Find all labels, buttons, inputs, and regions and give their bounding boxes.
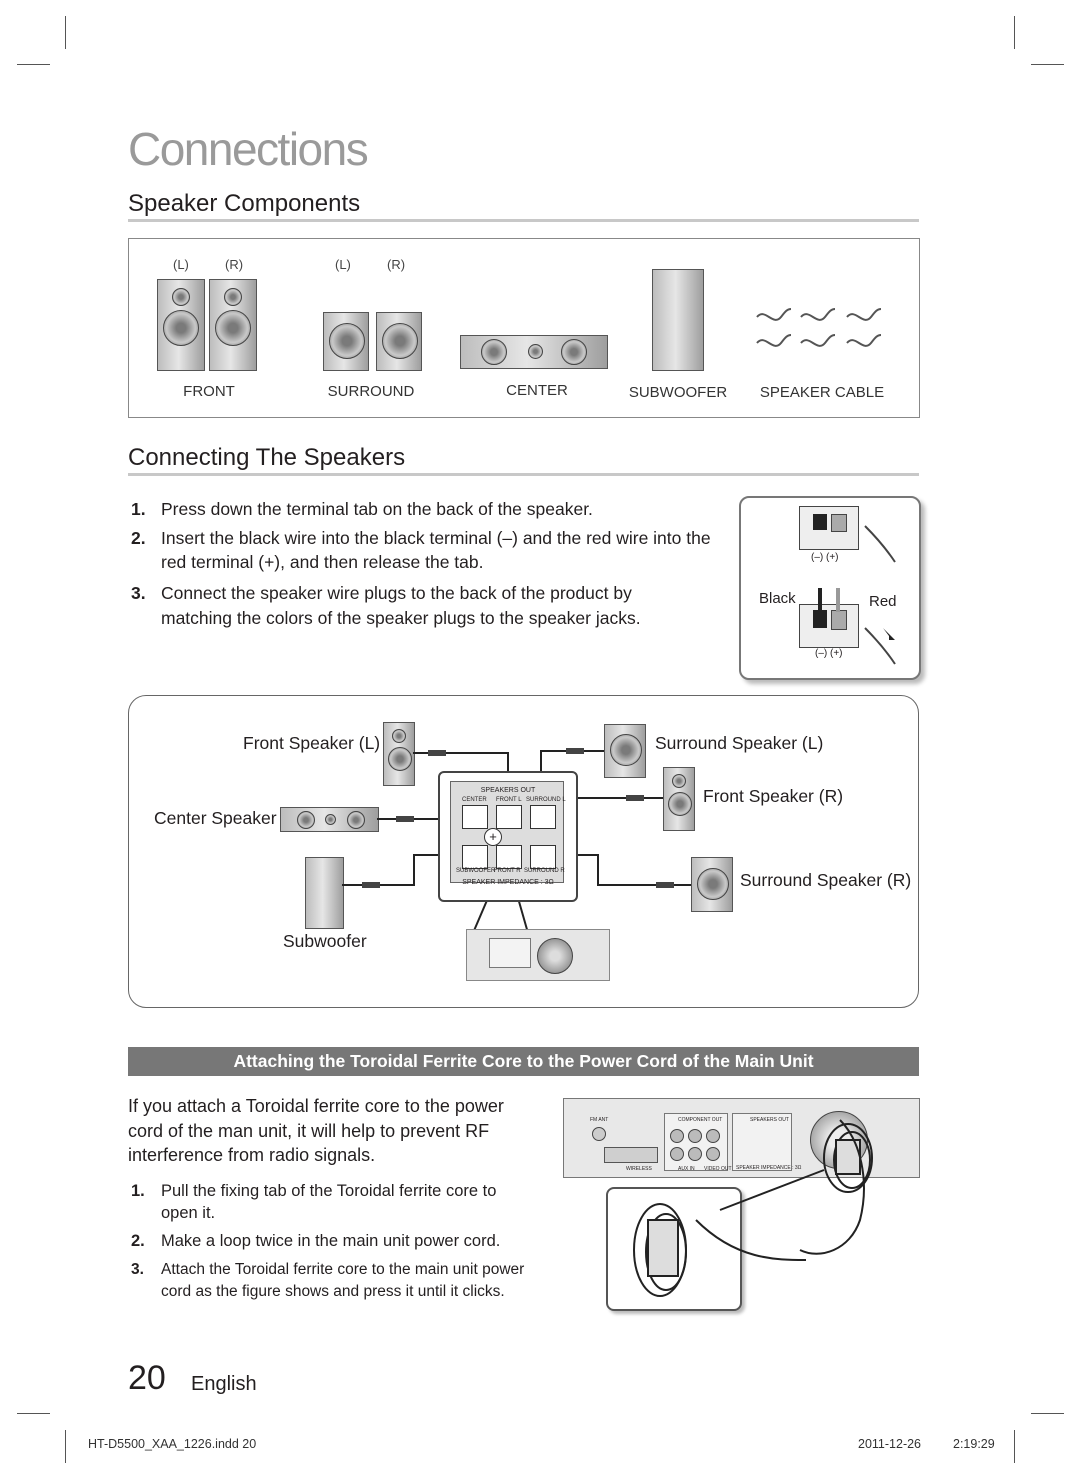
impedance-label: SPEAKER IMPEDANCE : 3Ω <box>462 879 554 886</box>
unit-label: COMPONENT OUT <box>678 1117 723 1123</box>
unit-label: SPEAKER IMPEDANCE : 3Ω <box>736 1165 802 1171</box>
ferrite-intro: If you attach a Toroidal ferrite core to… <box>128 1094 528 1168</box>
surround-speaker-image <box>323 312 369 371</box>
list-item: 1. Press down the terminal tab on the bac… <box>131 497 711 521</box>
red-wire-label: Red <box>869 593 897 610</box>
crop-mark <box>1014 16 1015 49</box>
crop-mark <box>17 64 50 65</box>
list-item: 3. Connect the speaker wire plugs to the … <box>131 581 711 605</box>
center-speaker-label: Center Speaker <box>154 808 277 828</box>
speaker-cable-image <box>756 308 882 347</box>
crop-mark <box>1031 64 1064 65</box>
unit-label: VIDEO OUT <box>704 1166 732 1172</box>
component-label-front: FRONT <box>183 383 235 400</box>
front-speaker-image <box>157 279 205 371</box>
component-label-speaker-cable: SPEAKER CABLE <box>759 384 885 401</box>
panel-label: CENTER <box>462 797 487 803</box>
lr-label: (R) <box>225 257 244 272</box>
connecting-heading: Connecting The Speakers <box>128 444 406 471</box>
step-number: 1. <box>131 1182 145 1200</box>
panel-label: SUBWOOFER <box>456 868 496 874</box>
step-text: Insert the black wire into the black ter… <box>161 528 711 548</box>
main-unit-rear-image <box>466 929 610 981</box>
surround-speaker-r-label: Surround Speaker (R) <box>740 870 912 890</box>
front-speaker-r-image <box>663 767 695 831</box>
heading-rule <box>128 473 919 476</box>
step-number: 1. <box>131 499 146 519</box>
step-text: Press down the terminal tab on the back … <box>161 499 593 519</box>
surround-speaker-image <box>376 312 422 371</box>
component-label-surround: SURROUND <box>327 383 415 400</box>
step-number: 2. <box>131 528 146 548</box>
footer-time: 2:19:29 <box>953 1437 995 1451</box>
crop-mark <box>1031 1413 1064 1414</box>
footer-file: HT-D5500_XAA_1226.indd 20 <box>88 1437 257 1451</box>
front-speaker-image <box>209 279 257 371</box>
terminal-illustration: (–) (+) (–) (+) Black Red <box>739 496 921 680</box>
crop-mark <box>65 16 66 49</box>
surround-speaker-r-image <box>691 857 733 912</box>
page-number: 20 <box>128 1359 166 1397</box>
step-number: 3. <box>131 1261 144 1278</box>
center-speaker-image <box>460 335 608 369</box>
step-number: 2. <box>131 1232 145 1250</box>
step-text: Attach the Toroidal ferrite core to the … <box>161 1261 525 1278</box>
polarity-label: (–) (+) <box>815 648 843 659</box>
subwoofer-image <box>652 269 704 371</box>
subwoofer-label: Subwoofer <box>283 931 367 951</box>
black-wire-label: Black <box>759 590 796 607</box>
panel-label: SURROUND L <box>526 797 566 803</box>
heading-rule <box>128 219 919 222</box>
step-number: 3. <box>131 583 146 603</box>
intro-line: interference from radio signals. <box>128 1145 376 1165</box>
panel-label: FRONT L <box>496 797 522 803</box>
ferrite-banner: Attaching the Toroidal Ferrite Core to t… <box>128 1047 919 1076</box>
footer-date: 2011-12-26 <box>858 1437 922 1451</box>
page-language: English <box>191 1373 257 1395</box>
step-text: Pull the fixing tab of the Toroidal ferr… <box>161 1182 497 1200</box>
list-item: 2. Insert the black wire into the black t… <box>131 526 711 550</box>
intro-line: cord of the man unit, it will help to pr… <box>128 1120 490 1141</box>
polarity-label: (–) (+) <box>811 552 839 563</box>
lr-label: (L) <box>173 257 189 272</box>
front-speaker-l-label: Front Speaker (L) <box>243 733 381 753</box>
step-text: Make a loop twice in the main unit power… <box>161 1232 501 1250</box>
unit-label: FM ANT <box>590 1117 609 1123</box>
unit-label: SPEAKERS OUT <box>750 1117 789 1123</box>
speakers-out-panel: SPEAKERS OUT CENTER FRONT L SURROUND L +… <box>438 771 578 902</box>
step-text: Connect the speaker wire plugs to the ba… <box>161 583 632 603</box>
crop-mark <box>65 1430 66 1463</box>
unit-label: WIRELESS <box>626 1166 652 1172</box>
center-speaker-image <box>280 807 379 832</box>
component-label-center: CENTER <box>506 382 568 399</box>
front-speaker-r-label: Front Speaker (R) <box>703 786 844 806</box>
panel-label: FRONT R <box>494 868 521 874</box>
crop-mark <box>1014 1430 1015 1463</box>
list-item: 3. Attach the Toroidal ferrite core to t… <box>131 1259 551 1302</box>
panel-label: SURROUND R <box>524 868 565 874</box>
step-text-continued: matching the colors of the speaker plugs… <box>161 608 641 628</box>
lr-label: (L) <box>335 257 351 272</box>
lr-label: (R) <box>387 257 406 272</box>
surround-speaker-l-label: Surround Speaker (L) <box>655 733 824 753</box>
speakers-out-label: SPEAKERS OUT <box>480 787 536 794</box>
speaker-components-box: (L) (R) (L) (R) FRONT SURROUND CENTER SU… <box>128 238 920 418</box>
speaker-components-heading: Speaker Components <box>128 190 361 217</box>
component-label-subwoofer: SUBWOOFER <box>628 384 728 401</box>
intro-line: If you attach a Toroidal ferrite core to… <box>128 1096 504 1116</box>
ferrite-core-drawing <box>633 1119 873 1297</box>
surround-speaker-l-image <box>604 724 646 778</box>
crop-mark <box>17 1413 50 1414</box>
page-title: Connections <box>128 123 369 175</box>
unit-label: AUX IN <box>678 1166 695 1172</box>
subwoofer-image <box>305 857 344 929</box>
list-item: 1. Pull the fixing tab of the Toroidal f… <box>131 1181 551 1224</box>
list-item: 2. Make a loop twice in the main unit po… <box>131 1231 551 1253</box>
step-text-continued: open it. <box>161 1203 216 1222</box>
step-text-continued: cord as the figure shows and press it un… <box>161 1282 505 1300</box>
step-text-continued: red terminal (+), and then release the t… <box>161 552 484 572</box>
